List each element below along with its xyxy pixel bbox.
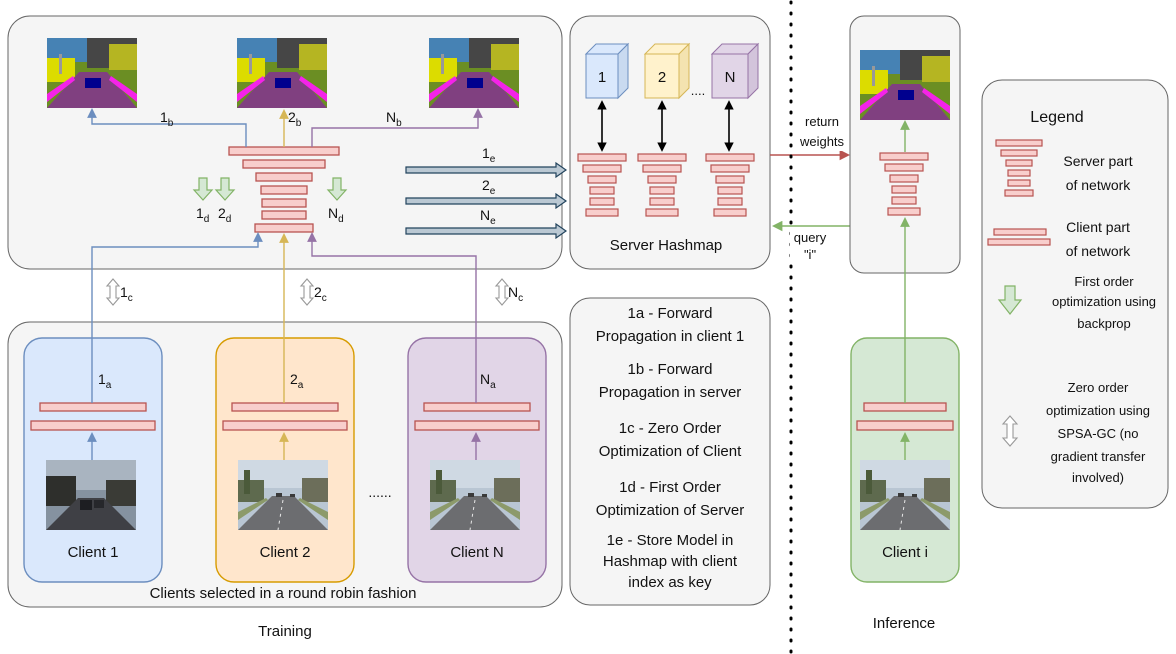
client-n-image	[429, 460, 521, 530]
legend-zero-order-label-3: SPSA-GC (no	[1058, 426, 1139, 441]
label-1c: 1c	[120, 284, 133, 304]
label-nd: Nd	[328, 205, 344, 225]
svg-text:index as key: index as key	[628, 574, 712, 591]
legend-zero-order-icon	[1001, 415, 1019, 447]
clients-ellipsis: ......	[368, 484, 391, 500]
arrow-na	[307, 232, 477, 403]
segmentation-output-2	[237, 38, 327, 108]
legend-server-icon	[995, 139, 1043, 197]
label-na: Na	[480, 371, 496, 391]
label-nc: Nc	[508, 284, 523, 304]
legend-first-order-icon	[997, 285, 1023, 315]
legend-zero-order-label-2: optimization using	[1046, 403, 1150, 418]
legend-zero-order-label-5: involved)	[1072, 470, 1124, 485]
legend-server-label-2: of network	[1066, 177, 1132, 193]
svg-text:1d - First Order: 1d - First Order	[619, 479, 721, 496]
client-2-label: Client 2	[260, 544, 311, 561]
arrow-nb	[311, 108, 483, 147]
legend-server-label: Server part	[1063, 153, 1132, 169]
query-i-label: "i"	[804, 247, 817, 262]
legend-zero-order-label-4: gradient transfer	[1051, 449, 1146, 464]
legend-title: Legend	[1030, 109, 1083, 126]
inference-server-network	[879, 152, 929, 216]
return-label: return	[805, 114, 839, 129]
client-1-network	[30, 402, 156, 431]
label-1a: 1a	[98, 371, 112, 391]
client-2-image	[237, 460, 329, 530]
svg-text:Hashmap with client: Hashmap with client	[603, 553, 738, 570]
inference-segmentation-output	[860, 50, 950, 120]
cube-2: 2	[643, 42, 691, 100]
legend-zero-order-label: Zero order	[1068, 380, 1129, 395]
label-2a: 2a	[290, 371, 304, 391]
first-order-arrows	[192, 177, 348, 201]
segmentation-output-n	[429, 38, 519, 108]
label-2c: 2c	[314, 284, 327, 304]
svg-text:1a - Forward: 1a - Forward	[627, 305, 712, 322]
client-i-label: Client i	[882, 544, 928, 561]
label-2e: 2e	[482, 177, 496, 197]
label-1d: 1d	[196, 205, 209, 225]
steps-panel	[569, 297, 771, 606]
cube-1: 1	[584, 42, 630, 100]
svg-text:Optimization of Server: Optimization of Server	[596, 502, 744, 519]
server-hashmap-title: Server Hashmap	[610, 237, 723, 254]
label-1e: 1e	[482, 145, 496, 165]
label-2d: 2d	[218, 205, 231, 225]
hashmap-store-arrows	[405, 161, 568, 240]
hashmap-networks	[577, 153, 755, 217]
client-1-image	[46, 460, 136, 530]
query-label: query	[794, 230, 827, 245]
query-label-backdrop	[790, 230, 830, 264]
client-n-network	[414, 402, 540, 431]
svg-text:Propagation in server: Propagation in server	[599, 384, 742, 401]
svg-text:1e - Store Model in: 1e - Store Model in	[607, 532, 734, 549]
arrow-1a	[91, 232, 263, 403]
client-n-label: Client N	[450, 544, 503, 561]
inference-label: Inference	[873, 615, 936, 632]
training-label: Training	[258, 623, 312, 640]
label-1b: 1b	[160, 109, 174, 129]
client-2-network	[222, 402, 348, 431]
label-ne: Ne	[480, 207, 496, 227]
label-2b: 2b	[288, 109, 302, 129]
svg-text:Optimization of Client: Optimization of Client	[599, 443, 742, 460]
weights-label: weights	[799, 134, 845, 149]
cube-ellipsis: ....	[691, 83, 705, 98]
legend-first-order-label-3: backprop	[1077, 316, 1130, 331]
svg-text:1b - Forward: 1b - Forward	[627, 361, 712, 378]
server-network-training	[228, 146, 340, 233]
cube-n: N	[710, 42, 760, 100]
svg-text:Propagation in client 1: Propagation in client 1	[596, 328, 744, 345]
legend-client-label: Client part	[1066, 219, 1130, 235]
server-panel	[7, 15, 563, 270]
zero-order-arrows	[105, 278, 510, 306]
label-nb: Nb	[386, 109, 402, 129]
legend-client-icon	[987, 228, 1051, 246]
svg-text:N: N	[725, 69, 736, 86]
svg-text:1: 1	[598, 69, 606, 86]
client-i-image	[859, 460, 951, 530]
legend-client-label-2: of network	[1066, 243, 1132, 259]
arrow-1b	[87, 108, 247, 147]
legend-first-order-label: First order	[1074, 274, 1134, 289]
segmentation-output-1	[47, 38, 137, 108]
svg-text:2: 2	[658, 69, 666, 86]
round-robin-caption: Clients selected in a round robin fashio…	[150, 585, 417, 602]
return-label-backdrop	[795, 111, 849, 151]
legend-first-order-label-2: optimization using	[1052, 294, 1156, 309]
steps-list: 1a - Forward Propagation in client 1 1b …	[596, 305, 744, 591]
svg-text:1c - Zero Order: 1c - Zero Order	[619, 420, 722, 437]
client-1-label: Client 1	[68, 544, 119, 561]
legend-panel	[981, 79, 1169, 509]
